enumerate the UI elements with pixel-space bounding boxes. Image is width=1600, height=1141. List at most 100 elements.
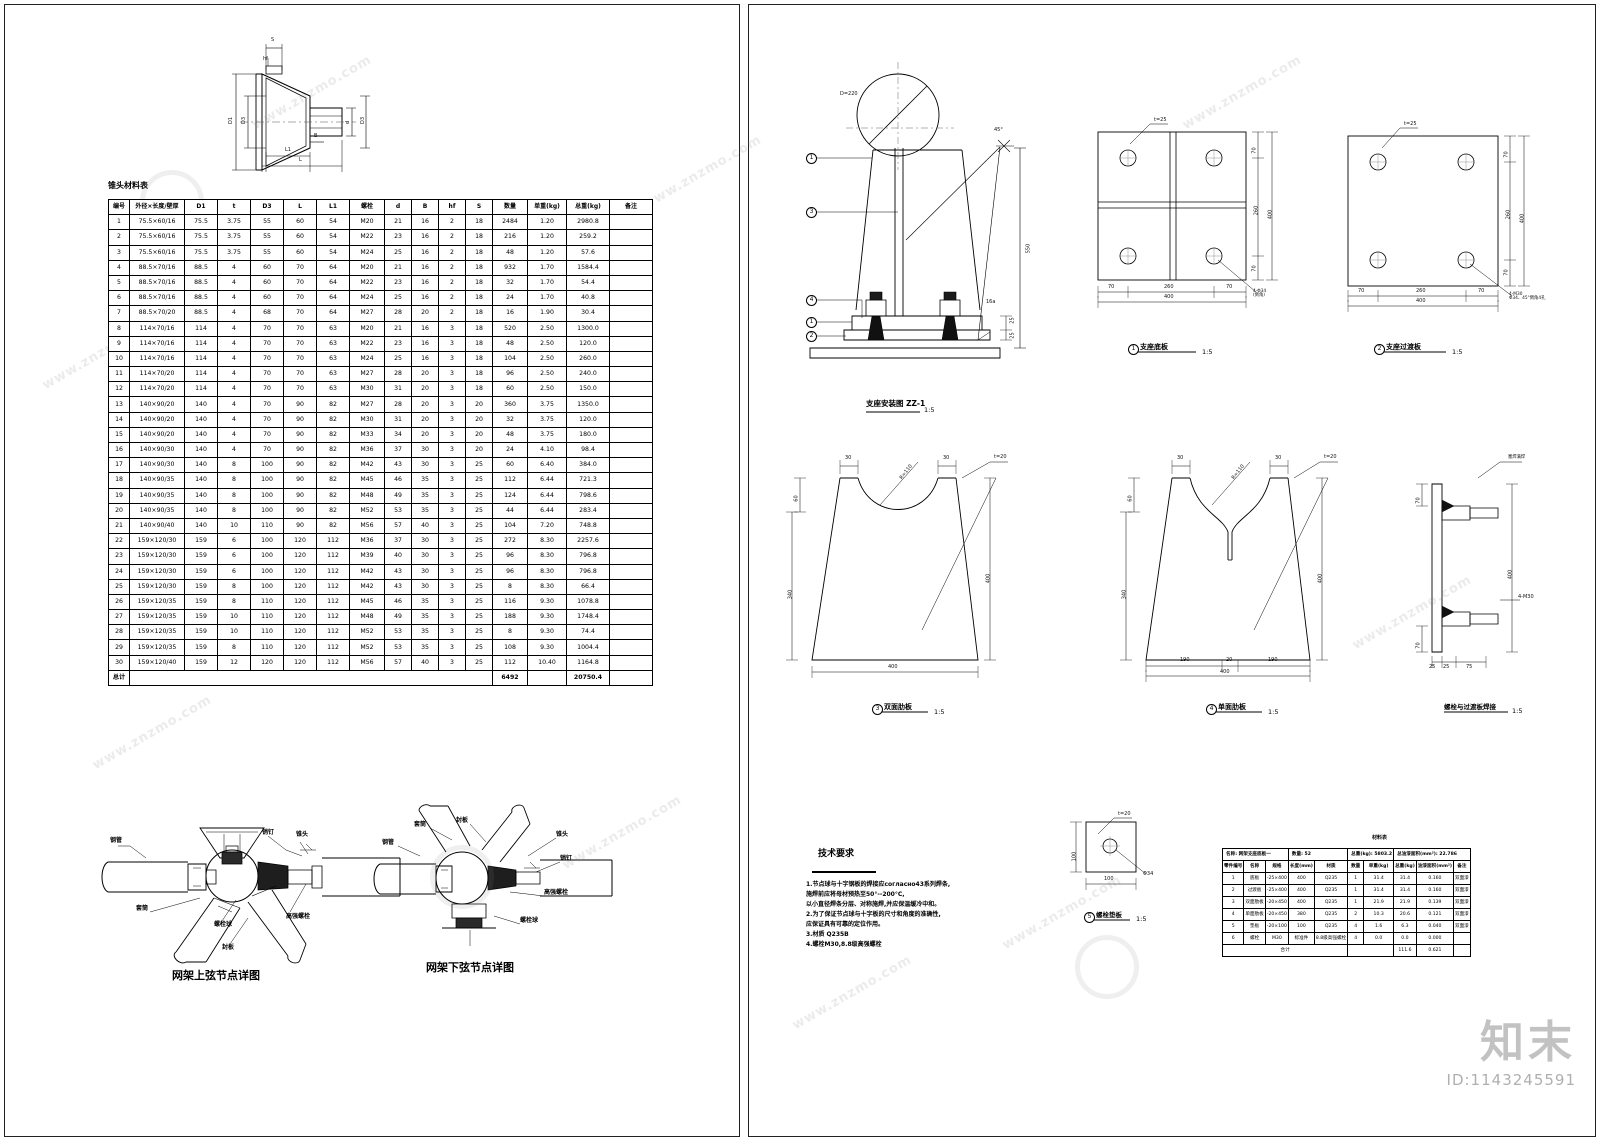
plate4-dim-seg3: 190: [1268, 657, 1278, 663]
table-cell: 90: [283, 502, 317, 519]
table-cell: 140×90/35: [129, 487, 185, 504]
table-cell: 28: [384, 366, 412, 383]
plate2-dim-h: 400: [1519, 213, 1526, 224]
table-cell: 114×70/16: [129, 335, 185, 352]
table-cell: 20: [465, 441, 493, 459]
table-cell: 55: [250, 229, 284, 246]
table-cell: 0.0: [1363, 932, 1395, 945]
table-cell: 140×90/30: [129, 457, 185, 474]
table-cell: 54: [316, 244, 350, 261]
table-cell: 140: [184, 396, 218, 413]
table-cell: 20: [411, 411, 439, 428]
table-cell: 70: [283, 381, 317, 398]
table-cell: 20: [465, 426, 493, 444]
table-cell: 3: [438, 487, 466, 504]
table-cell: 120: [283, 578, 317, 595]
table-cell: 25: [465, 457, 493, 474]
table-cell: 4: [217, 366, 251, 383]
support-mark-2: 2: [806, 331, 817, 342]
table-cell: 6: [217, 533, 251, 550]
table-cell: 25: [465, 533, 493, 550]
table-cell: 112: [316, 593, 350, 611]
table-cell: 140: [184, 441, 218, 459]
mat-meta-area: 总油漆面积(mm²): 22.786: [1393, 848, 1471, 861]
table-cell: 3: [438, 335, 466, 352]
site-logo: 知末 ID:1143245591: [1447, 1021, 1576, 1090]
mat-col-no: 零件编号: [1221, 860, 1245, 873]
table-cell: 10: [217, 624, 251, 641]
plate3-scale: 1:5: [934, 708, 945, 716]
table-cell: 114×70/20: [129, 381, 185, 398]
table-cell: 25: [384, 290, 412, 307]
table-cell: 18: [465, 214, 493, 231]
plate2-mark: 2: [1374, 344, 1385, 355]
table-cell: 159×120/35: [129, 624, 185, 641]
lower-node-title: 网架下弦节点详图: [426, 961, 514, 974]
table-cell: 63: [316, 350, 350, 368]
table-cell: 3.75: [217, 229, 251, 246]
support-assembly-title: 支座安装图 ZZ-1: [866, 399, 926, 408]
bolt-dim-h: 400: [1507, 569, 1514, 580]
table-cell: 3: [438, 624, 466, 641]
mat-col-len: 长度(mm): [1287, 860, 1315, 873]
table-cell: 116: [492, 593, 528, 611]
tech-note-line: 3.材质 Q235B: [806, 931, 849, 938]
table-cell: 110: [250, 517, 284, 535]
plate2-hole-note: 4-M30 Φ34、45°倒角4孔: [1509, 292, 1546, 302]
table-cell: 25: [465, 563, 493, 580]
table-cell: 159: [184, 578, 218, 595]
table-cell: 1004.4: [566, 639, 610, 656]
table-cell: [609, 441, 653, 459]
mat-total-remark: [1452, 944, 1471, 957]
table-cell: 63: [316, 335, 350, 352]
table-cell: 70: [250, 350, 284, 368]
table-cell: 25: [465, 502, 493, 519]
table-cell: M56: [349, 654, 385, 671]
table-cell: 18: [465, 274, 493, 292]
table-cell: 4: [217, 320, 251, 337]
table-cell: 48: [492, 426, 528, 444]
table-cell: [609, 396, 653, 413]
plate1-dim-y2: 260: [1253, 205, 1260, 216]
table-cell: 60: [250, 274, 284, 292]
mat-meta-weight: 总重(kg): 5803.2: [1347, 848, 1395, 861]
table-cell: 53: [384, 624, 412, 641]
support-material-table: 名称: 网架支座底板一 数量: 52 总重(kg): 5803.2 总油漆面积(…: [1221, 848, 1471, 957]
table-cell: 4: [217, 411, 251, 428]
table-cell: 54.4: [566, 274, 610, 292]
bolt-dim-t1: 70: [1415, 497, 1422, 504]
table-cell: 25: [465, 548, 493, 565]
lower-label-taotong: 套筒: [414, 821, 427, 828]
table-cell: Q235: [1313, 872, 1349, 885]
table-cell: 520: [492, 320, 528, 337]
table-cell: [609, 593, 653, 611]
table-cell: [609, 487, 653, 504]
mat-total-spacer: [1347, 944, 1395, 957]
table-cell: 2.50: [527, 381, 567, 398]
plate4-dim-topl: 30: [1177, 455, 1184, 461]
table-cell: 43: [384, 457, 412, 474]
table-cell: 75.5×60/16: [129, 229, 185, 246]
table-cell: 96: [492, 548, 528, 565]
table-cell: [1452, 932, 1471, 945]
table-cell: 20: [411, 305, 439, 322]
table-cell: 82: [316, 517, 350, 535]
table-cell: 双面漆: [1452, 908, 1471, 921]
table-cell: 88.5: [184, 259, 218, 276]
table-cell: 114×70/16: [129, 320, 185, 337]
table-cell: 70: [283, 290, 317, 307]
table-cell: 140×90/35: [129, 502, 185, 519]
table-cell: 70: [283, 259, 317, 276]
col-d: d: [384, 198, 412, 216]
table-cell: 6: [1221, 932, 1245, 945]
table-cell: M48: [349, 609, 385, 626]
table-cell: 22: [108, 533, 130, 550]
table-cell: [609, 517, 653, 535]
table-cell: 25: [465, 578, 493, 595]
upper-label-zhuitou: 锥头: [296, 831, 309, 838]
